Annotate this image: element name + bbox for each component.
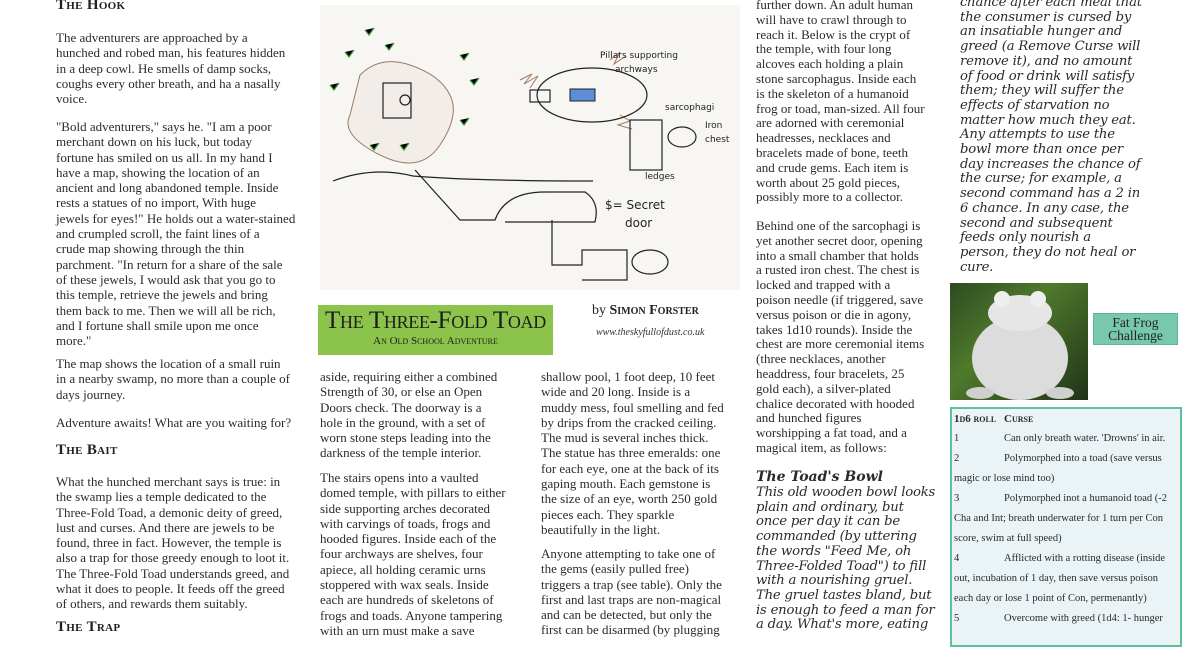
roll-number: 5 [954, 613, 960, 624]
table-row: 5 Overcome with greed (1d4: 1- hunger [954, 609, 1178, 629]
hook-paragraph-1: The adventurers are approached by a hunc… [56, 30, 286, 107]
map-label-door: door [625, 216, 652, 230]
map-label-sarcophagi: sarcophagi [665, 103, 714, 113]
frog-statue-photo [950, 283, 1088, 400]
challenge-line-1: Fat Frog [1112, 315, 1159, 330]
title-banner: The Three-Fold Toad An Old School Advent… [318, 305, 553, 355]
temple-map-illustration: Pillars supporting archways sarcophagi I… [320, 5, 740, 290]
heading-the-hook: The Hook [56, 0, 126, 13]
map-label-archways: archways [615, 65, 658, 75]
col4-paragraph-1: further down. An adult human will have t… [756, 0, 925, 205]
bait-paragraph: What the hunched merchant says is true: … [56, 474, 290, 612]
hook-paragraph-3: The map shows the location of a small ru… [56, 356, 290, 402]
col2-paragraph-2: The stairs opens into a vaulted domed te… [320, 470, 506, 638]
col3-paragraph-1: shallow pool, 1 foot deep, 10 feet wide … [541, 369, 724, 537]
heading-the-bait: The Bait [56, 442, 118, 458]
adventure-title: The Three-Fold Toad [325, 307, 546, 334]
table-row: 1 Can only breath water. 'Drowns' in air. [954, 429, 1178, 449]
roll-number: 1 [954, 433, 960, 444]
byline: by Simon Forster [592, 303, 699, 319]
col2-paragraph-1: aside, requiring either a combined Stren… [320, 369, 498, 461]
hook-paragraph-4: Adventure awaits! What are you waiting f… [56, 415, 292, 430]
bowl-curse-text: chance after each meal that the consumer… [960, 0, 1142, 275]
map-label-chest: chest [705, 135, 730, 145]
map-label-secret: $= Secret [605, 198, 665, 212]
toads-bowl-heading: The Toad's Bowl [756, 469, 883, 485]
col4-paragraph-2: Behind one of the sarcophagi is yet anot… [756, 218, 925, 455]
hook-paragraph-2: "Bold adventurers," says he. "I am a poo… [56, 119, 296, 349]
roll-number: 4 [954, 553, 960, 564]
header-roll: 1d6 roll [954, 413, 997, 425]
curse-text: Afflicted with a rotting disease (inside… [954, 553, 1166, 604]
curse-text: Can only breath water. 'Drowns' in air. [1004, 433, 1166, 444]
map-label-ledges: ledges [645, 172, 675, 182]
curse-text: Overcome with greed (1d4: 1- hunger [1004, 613, 1163, 624]
author-name: Simon Forster [609, 303, 699, 318]
fat-frog-challenge-link[interactable]: Fat Frog Challenge [1093, 313, 1178, 345]
curse-table: 1d6 roll Curse 1 Can only breath water. 'D… [950, 407, 1182, 647]
col3-paragraph-2: Anyone attempting to take one of the gem… [541, 546, 722, 638]
map-label-pillars: Pillars supporting [600, 51, 678, 61]
heading-the-trap: The Trap [56, 619, 121, 635]
roll-number: 3 [954, 493, 960, 504]
table-header: 1d6 roll Curse [954, 409, 1178, 429]
map-label-iron: Iron [705, 121, 722, 131]
author-website: www.theskyfullofdust.co.uk [596, 327, 705, 338]
byline-by: by [592, 303, 606, 318]
adventure-subtitle: An Old School Adventure [373, 335, 498, 347]
curse-text: Polymorphed into a toad (save versus mag… [954, 453, 1162, 484]
curse-text: Polymorphed inot a humanoid toad (-2 Cha… [954, 493, 1168, 544]
challenge-line-2: Challenge [1108, 328, 1163, 343]
roll-number: 2 [954, 453, 960, 464]
toads-bowl-description: This old wooden bowl looks plain and ord… [756, 485, 936, 633]
header-curse: Curse [1004, 413, 1034, 425]
